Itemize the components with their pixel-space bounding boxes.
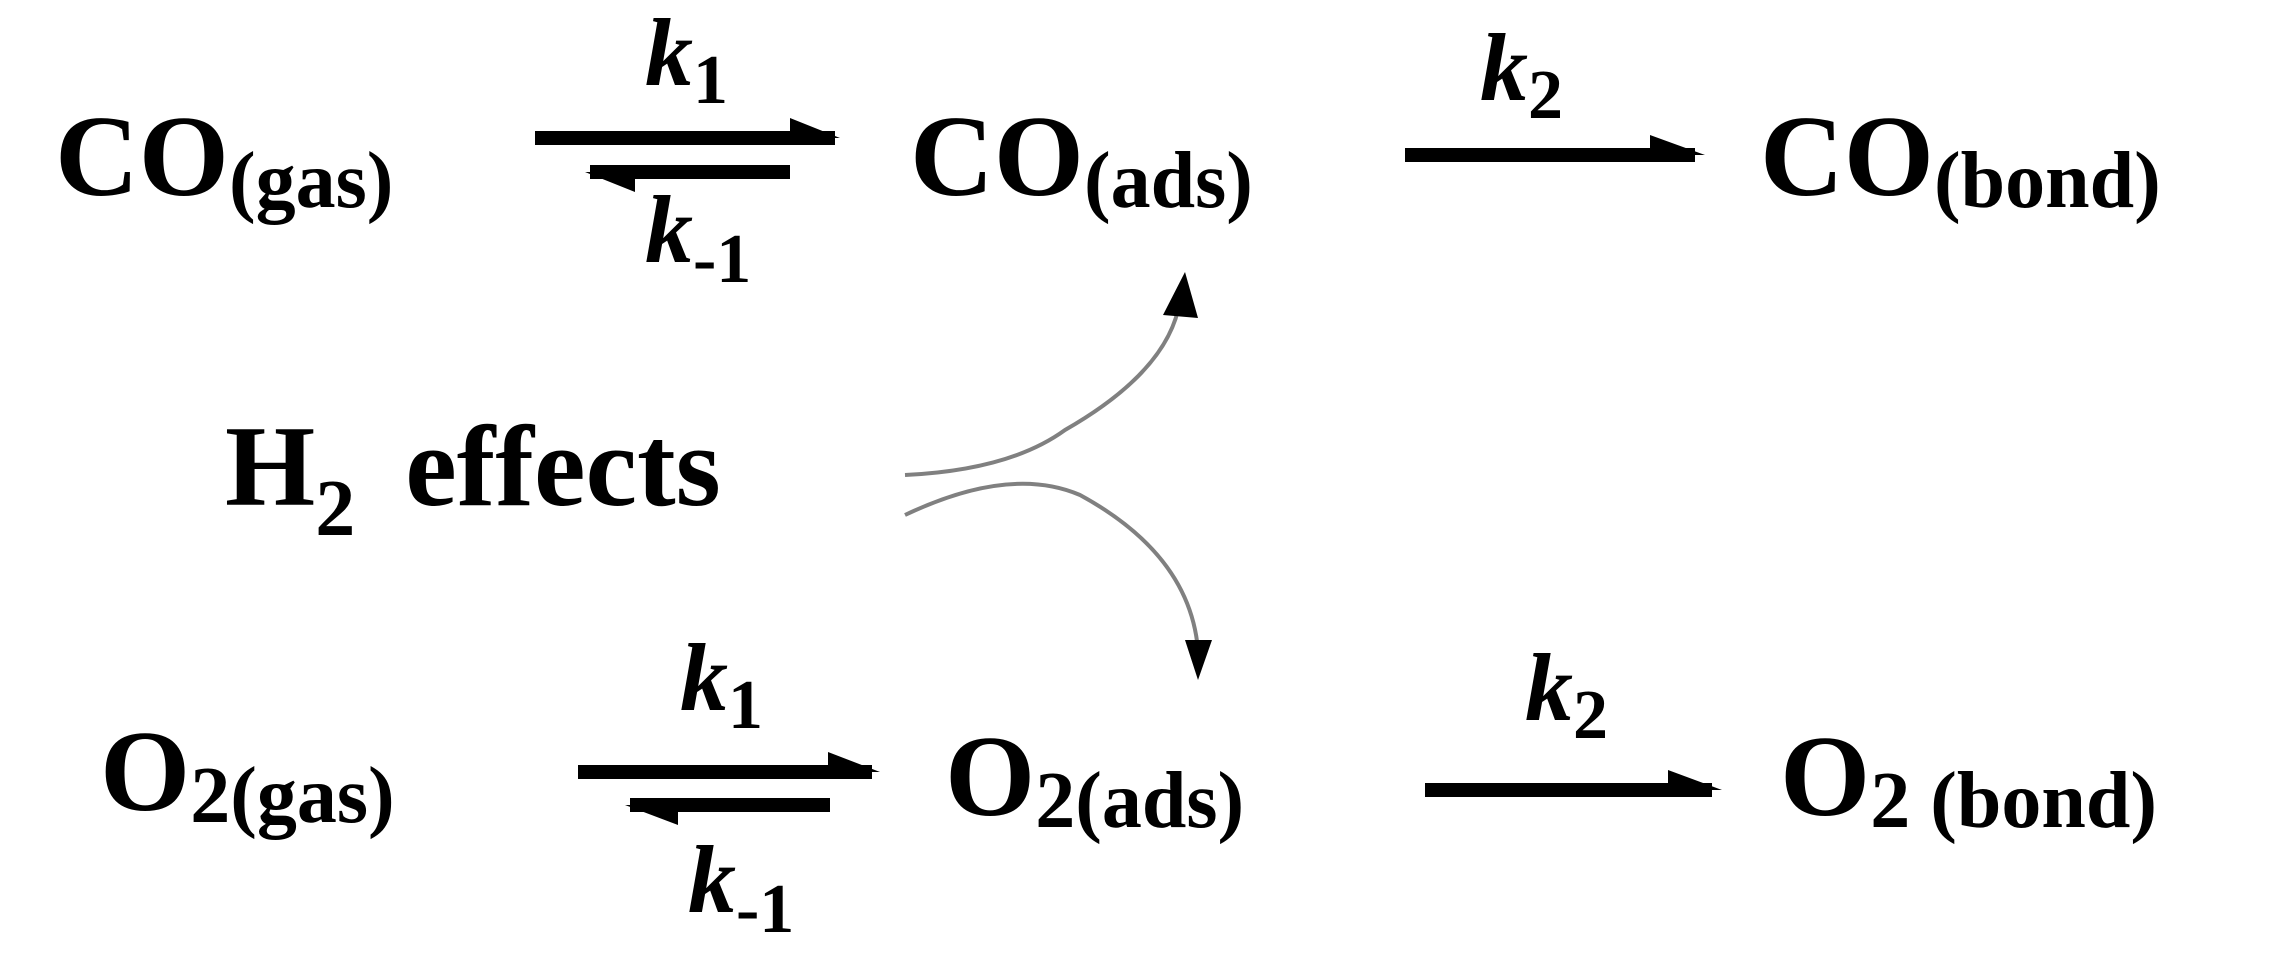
co-reverse-rate-label: k-1	[645, 176, 751, 298]
o2-reverse-rate-label: k-1	[688, 826, 794, 948]
o2-ads-species: O2(ads)	[945, 713, 1244, 845]
co-gas-species: CO(gas)	[55, 93, 393, 225]
o2-reverse-arrowhead	[625, 805, 678, 825]
co-product-arrowhead	[1650, 135, 1705, 155]
h2-effect-arrowhead-up	[1163, 272, 1198, 318]
co-forward-arrowhead	[790, 118, 840, 138]
h2-effect-curve-up	[904, 299, 1182, 477]
h2-effect-arrowhead-down	[1185, 640, 1212, 680]
o2-product-arrowhead	[1668, 770, 1722, 790]
o2-gas-species: O2(gas)	[100, 708, 395, 840]
o2-product-rate-label: k2	[1525, 634, 1608, 754]
o2-bond-species: O2 (bond)	[1780, 713, 2157, 845]
co-forward-rate-label: k1	[645, 0, 728, 119]
co-ads-species: CO(ads)	[910, 93, 1253, 225]
co-product-rate-label: k2	[1480, 14, 1563, 134]
co-bond-species: CO(bond)	[1760, 93, 2161, 225]
o2-forward-rate-label: k1	[680, 624, 763, 744]
o2-forward-arrowhead	[828, 752, 880, 772]
h2-effect-curve-down	[904, 481, 1200, 651]
co-reverse-arrowhead	[585, 172, 635, 192]
